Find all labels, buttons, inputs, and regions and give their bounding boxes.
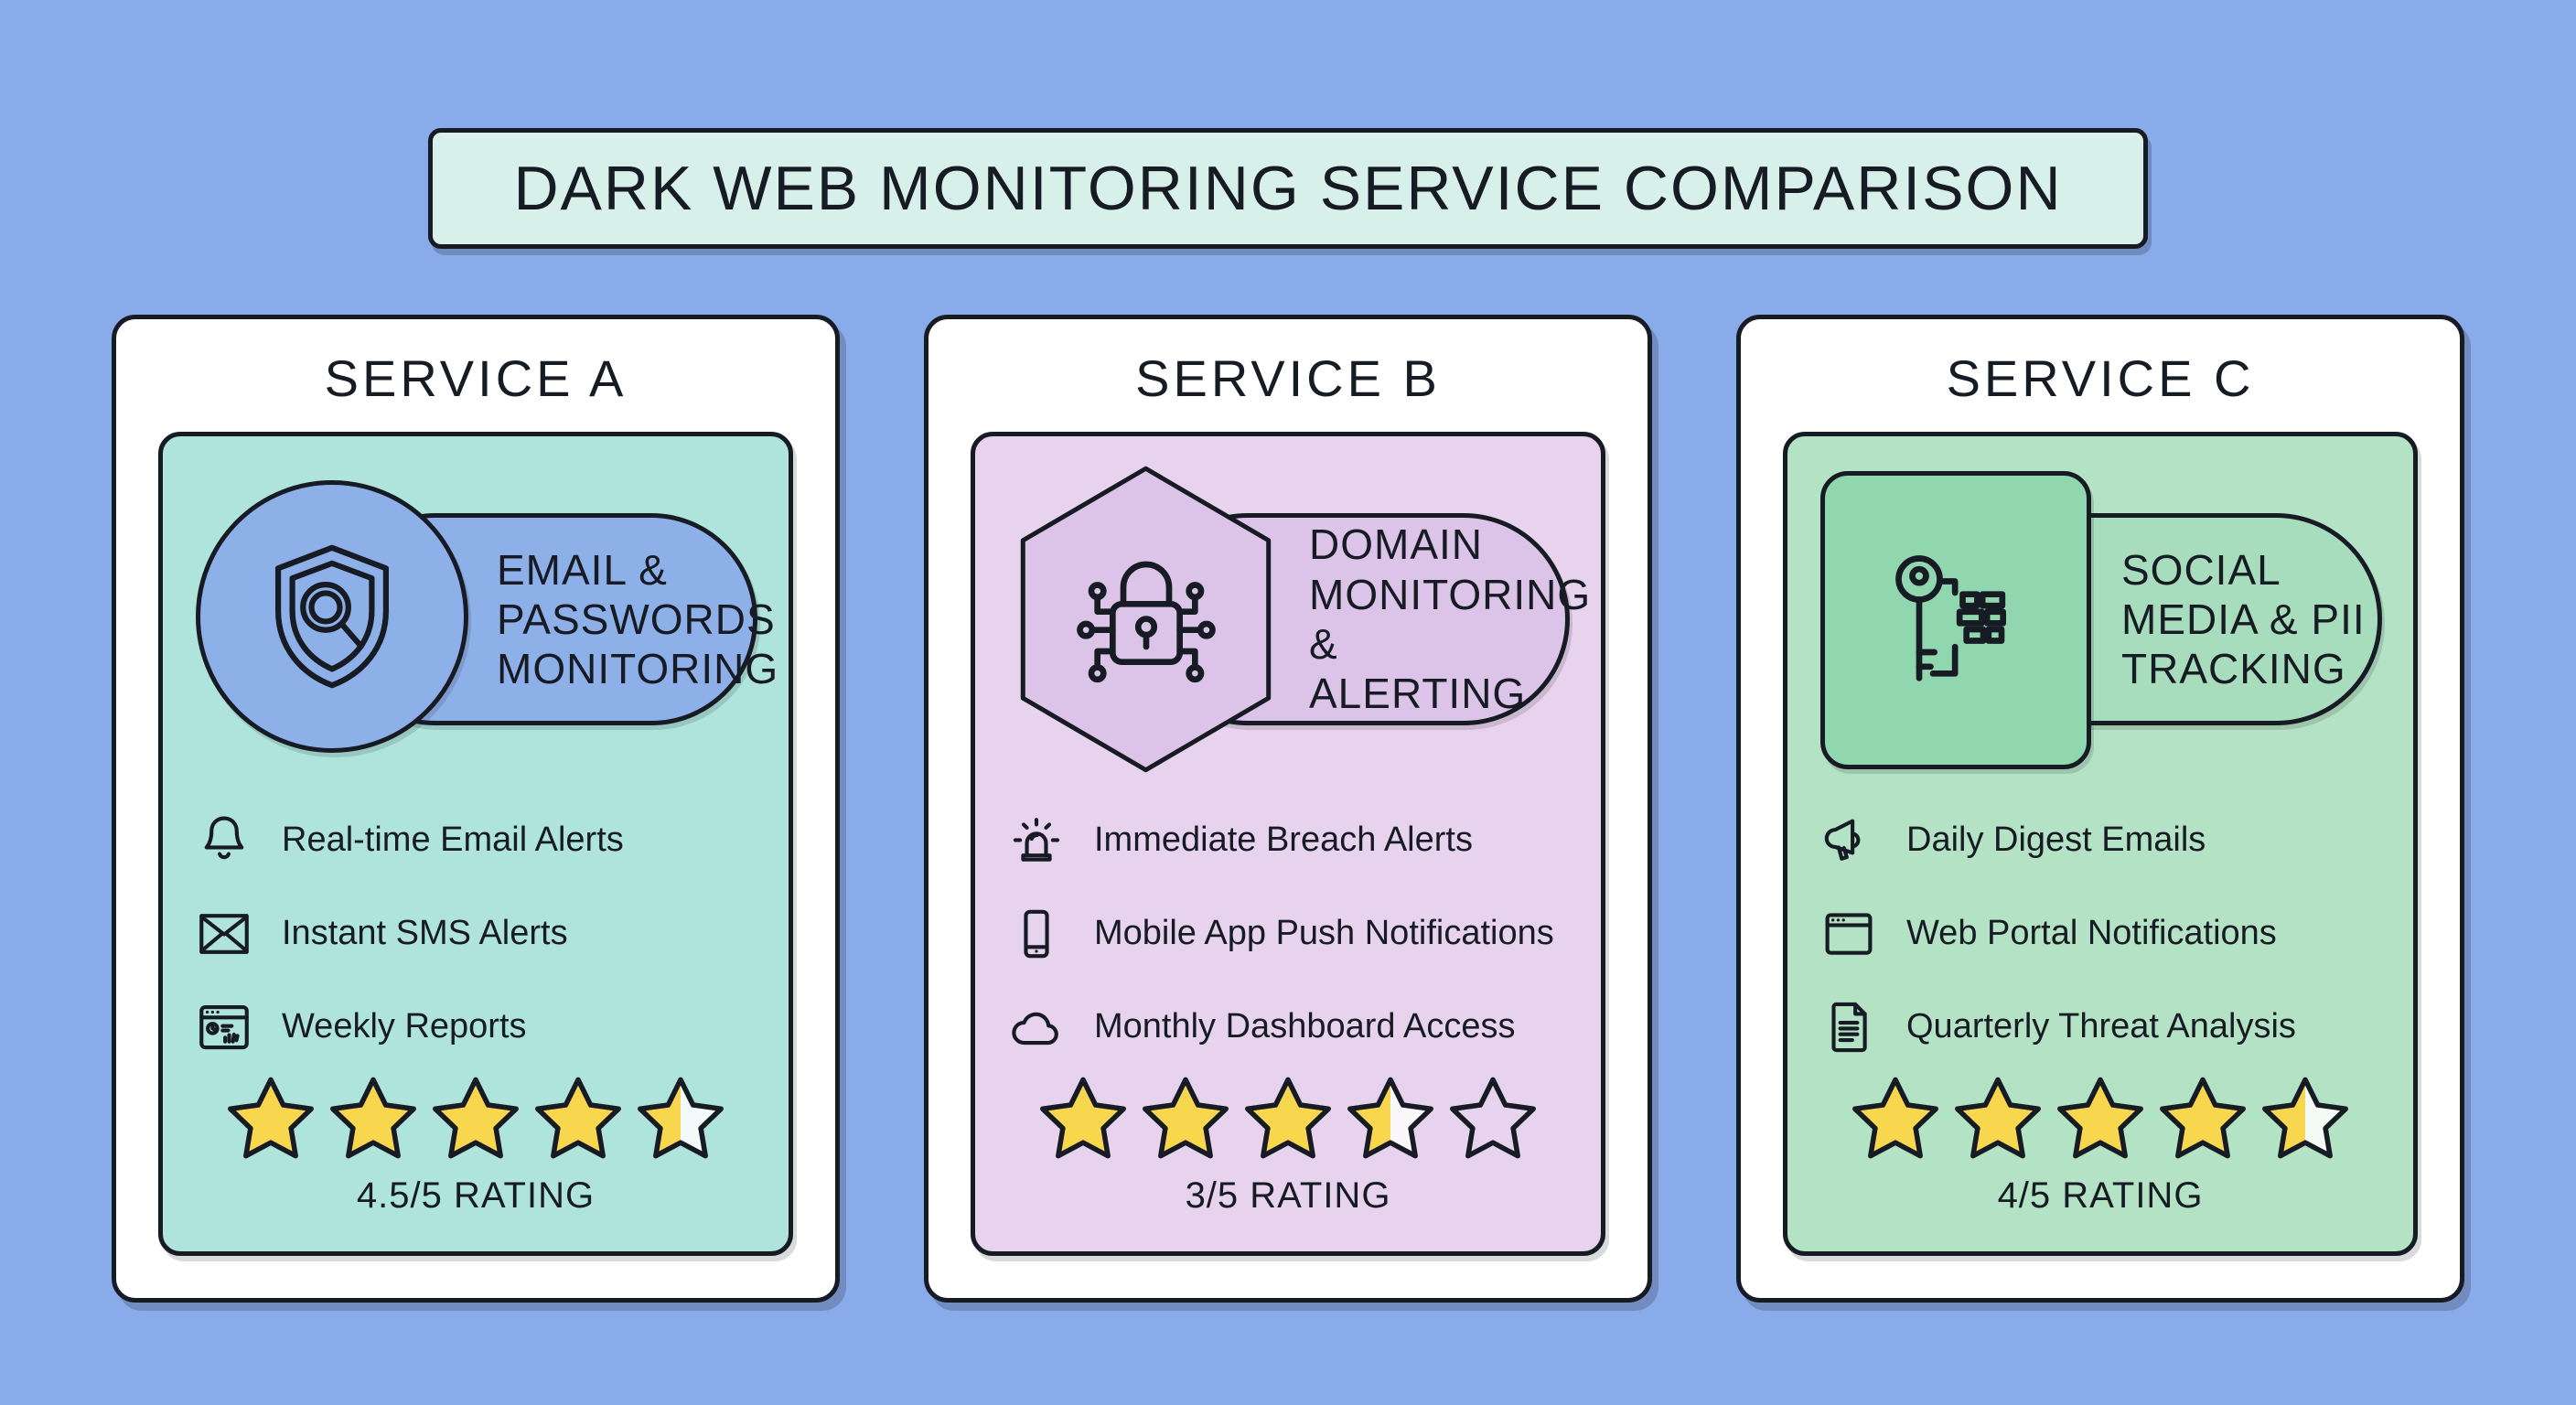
star-icon xyxy=(1245,1077,1331,1159)
feature-row: Real-time Email Alerts xyxy=(194,808,757,874)
report-window-icon xyxy=(199,1004,249,1050)
shield-magnifier-icon xyxy=(275,544,389,689)
service-card-a: SERVICE A EMAIL & PASSWORDS MONITORING xyxy=(112,315,840,1303)
star-icon xyxy=(1347,1077,1433,1159)
feature-row: Web Portal Notifications xyxy=(1819,901,2382,967)
service-a-panel: EMAIL & PASSWORDS MONITORING xyxy=(158,432,793,1256)
star-icon xyxy=(1955,1077,2041,1159)
service-c-panel: SOCIAL MEDIA & PII TRACKING xyxy=(1783,432,2418,1256)
service-a-title: SERVICE A xyxy=(324,349,628,407)
circuit-lock-icon xyxy=(1076,561,1216,683)
service-b-title: SERVICE B xyxy=(1135,349,1441,407)
service-card-b: SERVICE B DOMAIN MONITORING & ALERTING xyxy=(924,315,1652,1303)
feature-text: Weekly Reports xyxy=(282,1007,527,1046)
star-icon xyxy=(1143,1077,1229,1159)
service-a-rating: 4.5/5 RATING xyxy=(356,1175,596,1216)
service-a-badge: EMAIL & PASSWORDS MONITORING xyxy=(194,473,779,775)
star-icon xyxy=(330,1077,416,1159)
service-c-features: Daily Digest Emails Web Portal Notificat… xyxy=(1819,808,2382,1060)
feature-text: Quarterly Threat Analysis xyxy=(1906,1007,2296,1046)
page-title-box: DARK WEB MONITORING SERVICE COMPARISON xyxy=(428,128,2148,249)
feature-row: Instant SMS Alerts xyxy=(194,901,757,967)
bell-icon xyxy=(204,816,244,860)
service-c-rating: 4/5 RATING xyxy=(1997,1175,2204,1216)
badge-line: & ALERTING xyxy=(1309,620,1527,718)
star-icon xyxy=(1040,1077,1126,1159)
siren-icon xyxy=(1013,818,1060,862)
badge-line: SOCIAL xyxy=(2121,545,2281,594)
service-c-stars xyxy=(1819,1073,2382,1163)
cloud-icon xyxy=(1012,1012,1058,1046)
feature-text: Monthly Dashboard Access xyxy=(1094,1007,1516,1046)
star-icon xyxy=(228,1077,314,1159)
service-cards: SERVICE A EMAIL & PASSWORDS MONITORING xyxy=(0,315,2576,1303)
feature-text: Web Portal Notifications xyxy=(1906,914,2277,953)
feature-row: Mobile App Push Notifications xyxy=(1006,901,1570,967)
service-b-panel: DOMAIN MONITORING & ALERTING xyxy=(971,432,1605,1256)
service-c-badge: SOCIAL MEDIA & PII TRACKING xyxy=(1819,471,2382,775)
service-a-stars xyxy=(194,1073,757,1163)
star-icon xyxy=(2262,1077,2348,1159)
feature-row: Weekly Reports xyxy=(194,994,757,1060)
envelope-icon xyxy=(199,914,249,954)
badge-line: TRACKING xyxy=(2121,645,2346,693)
service-b-rating: 3/5 RATING xyxy=(1185,1175,1391,1216)
badge-line: MONITORING xyxy=(1309,570,1592,618)
badge-line: EMAIL & xyxy=(497,545,668,594)
feature-text: Instant SMS Alerts xyxy=(282,914,568,953)
service-b-badge-shape xyxy=(1006,460,1285,778)
title-row: DARK WEB MONITORING SERVICE COMPARISON xyxy=(0,128,2576,249)
feature-text: Immediate Breach Alerts xyxy=(1094,820,1473,860)
star-icon xyxy=(1450,1077,1536,1159)
feature-row: Immediate Breach Alerts xyxy=(1006,808,1570,874)
star-icon xyxy=(2160,1077,2246,1159)
document-icon xyxy=(1831,1002,1867,1053)
megaphone-icon xyxy=(1824,819,1861,861)
service-b-features: Immediate Breach Alerts Mobile App Push … xyxy=(1006,808,1570,1060)
key-data-icon xyxy=(1895,555,2007,681)
star-icon xyxy=(433,1077,519,1159)
feature-text: Daily Digest Emails xyxy=(1906,820,2206,860)
service-c-title: SERVICE C xyxy=(1946,349,2255,407)
feature-text: Real-time Email Alerts xyxy=(282,820,624,860)
feature-text: Mobile App Push Notifications xyxy=(1094,914,1554,953)
browser-window-icon xyxy=(1825,913,1873,955)
smartphone-icon xyxy=(1024,909,1049,959)
service-b-stars xyxy=(1006,1073,1570,1163)
service-a-badge-shape xyxy=(196,480,468,753)
service-card-c: SERVICE C SOCIAL MEDIA & PII TRACKING xyxy=(1736,315,2464,1303)
feature-row: Quarterly Threat Analysis xyxy=(1819,994,2382,1060)
star-icon xyxy=(535,1077,621,1159)
service-c-badge-shape xyxy=(1820,471,2091,769)
badge-line: DOMAIN xyxy=(1309,520,1483,569)
badge-line: MEDIA & PII xyxy=(2121,595,2366,643)
badge-line: PASSWORDS xyxy=(497,595,776,643)
service-b-badge: DOMAIN MONITORING & ALERTING xyxy=(1006,473,1592,775)
star-icon xyxy=(2057,1077,2143,1159)
badge-line: MONITORING xyxy=(497,645,779,693)
star-icon xyxy=(638,1077,724,1159)
feature-row: Monthly Dashboard Access xyxy=(1006,994,1570,1060)
page-title: DARK WEB MONITORING SERVICE COMPARISON xyxy=(513,154,2063,223)
service-a-features: Real-time Email Alerts Instant SMS Alert… xyxy=(194,808,757,1060)
feature-row: Daily Digest Emails xyxy=(1819,808,2382,874)
star-icon xyxy=(1852,1077,1938,1159)
